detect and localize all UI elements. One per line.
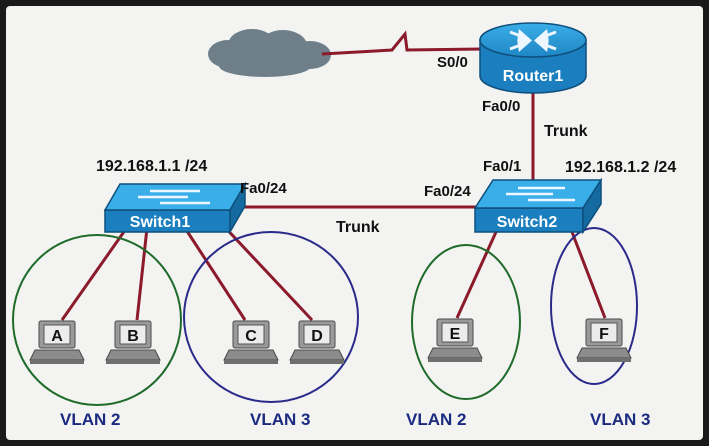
pc-c-icon[interactable]: C: [223, 320, 279, 365]
pc-f-icon[interactable]: F: [576, 318, 632, 363]
switch1-name: Switch1: [130, 214, 191, 231]
link-switch1-pc-c: [183, 227, 247, 321]
switch1-fa0-24-label: Fa0/24: [240, 180, 287, 197]
pc-a-label: A: [51, 328, 63, 345]
serial-link: [321, 30, 483, 56]
pc-e-icon[interactable]: E: [427, 318, 483, 363]
link-switch2-pc-e: [455, 231, 498, 319]
vlan3-label-switch2: VLAN 3: [590, 410, 650, 429]
switch2-name: Switch2: [497, 214, 558, 231]
pc-d-icon[interactable]: D: [289, 320, 345, 365]
pc-a-icon[interactable]: A: [29, 320, 85, 365]
pc-d-label: D: [311, 328, 323, 345]
pc-f-label: F: [599, 326, 609, 343]
router-trunk-label: Trunk: [544, 123, 588, 140]
router-name: Router1: [503, 68, 564, 85]
link-switch1-pc-a: [60, 225, 130, 321]
vlan3-ring-switch1: [183, 231, 359, 403]
switch2-fa0-1-label: Fa0/1: [483, 158, 521, 175]
vlan3-label-switch1: VLAN 3: [250, 410, 310, 429]
vlan2-ring-switch1: [12, 234, 182, 406]
pc-b-label: B: [127, 328, 139, 345]
router-s0-0-label: S0/0: [437, 54, 468, 71]
switch2-ip-label: 192.168.1.2 /24: [565, 159, 676, 176]
switch1-ip-label: 192.168.1.1 /24: [96, 158, 207, 175]
switch2-fa0-24-label: Fa0/24: [424, 183, 471, 200]
link-switch1-pc-b: [135, 227, 149, 321]
internet-cloud-icon: [208, 29, 331, 77]
vlan2-label-switch1: VLAN 2: [60, 410, 120, 429]
vlan2-label-switch2: VLAN 2: [406, 410, 466, 429]
vlan3-ring-switch2: [550, 227, 638, 385]
router-fa0-0-label: Fa0/0: [482, 98, 520, 115]
pc-e-label: E: [450, 326, 461, 343]
switch1-icon[interactable]: Switch1: [103, 181, 247, 235]
router-icon[interactable]: Router1: [479, 22, 587, 94]
vlan2-ring-switch2: [411, 244, 521, 400]
switch-trunk-label: Trunk: [336, 219, 380, 236]
pc-c-label: C: [245, 328, 257, 345]
switch2-icon[interactable]: Switch2: [473, 177, 603, 235]
pc-b-icon[interactable]: B: [105, 320, 161, 365]
link-switch2-pc-f: [570, 231, 607, 319]
link-switch1-pc-d: [218, 220, 314, 322]
